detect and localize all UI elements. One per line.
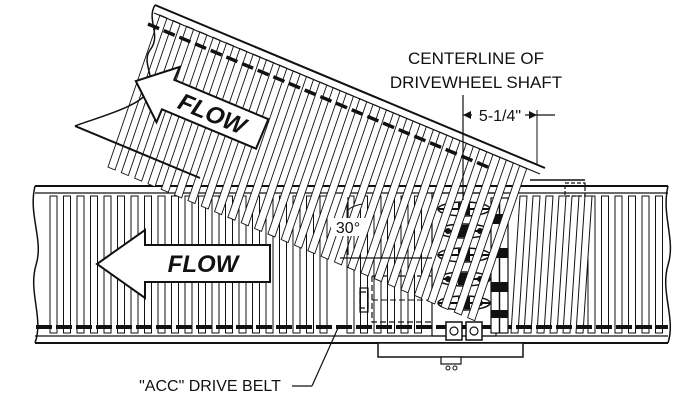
drive-housing-bolt [445,365,451,371]
angle-arc [347,203,363,211]
centerline-label-line2: DRIVEWHEEL SHAFT [390,73,562,92]
skewed-roller [562,195,580,334]
skewed-roller [536,195,554,334]
centerline-label-line1: CENTERLINE OF [408,49,544,68]
skewed-drive-rollers [510,195,593,334]
flow-label-lower: FLOW [168,251,241,278]
angle-label-bg [331,218,365,236]
drive-mount-plate [359,287,369,313]
flow-arrow-upper-shape [134,65,270,150]
dimension-arrowhead-left [463,111,471,119]
main-conveyor-left-break [32,185,40,344]
main-roller [655,195,663,334]
skewed-roller [523,195,541,334]
belt-leader-diagonal [311,327,339,387]
drive-wheel-bolt [445,228,451,234]
angle-callout: 30° [331,197,432,259]
skewed-roller [575,195,593,334]
main-roller [628,195,636,334]
merge-conveyor-top-rail [154,4,546,169]
drive-shaft-collar [491,214,508,224]
drive-shaft-collar [491,310,508,318]
belt-label: "ACC" DRIVE BELT [139,378,281,395]
main-roller [63,195,71,334]
dimension-callout: 5-1/4" [462,100,555,165]
main-roller [306,195,314,334]
drive-motor-block [465,321,483,341]
skewed-roller [549,195,567,334]
flow-arrow-lower-shape [95,228,271,300]
drive-motor-hub [469,326,479,336]
main-roller [641,195,650,334]
main-roller [614,195,623,334]
merge-conveyor-bottom-rail [74,125,201,179]
flow-arrow-lower: FLOW [95,228,271,300]
belt-callout: "ACC" DRIVE BELT [139,327,339,395]
angle-label: 30° [336,220,360,237]
merge-conveyor [74,4,586,322]
main-roller [76,195,85,334]
drive-shaft-collar [491,282,508,292]
main-roller [319,195,328,334]
merge-conveyor-top-rail-inner [153,12,541,175]
drive-motor-hub [449,326,459,336]
drive-motor-block [445,321,463,341]
drive-housing-tab [440,356,462,365]
merge-conveyor-end-break [74,4,156,127]
main-roller [601,195,609,334]
drive-shaft-collar [491,248,508,258]
skewed-roller [510,195,528,334]
merge-conveyor-end-bracket [564,182,586,197]
drive-housing-bottom [377,342,524,358]
drive-housing-bolt [452,365,458,371]
dimension-arrowhead-right [529,111,537,119]
merge-conveyor-belt-line [147,22,491,170]
main-conveyor-right-break [664,185,672,344]
dimension-label: 5-1/4" [479,108,521,125]
main-roller [49,195,58,334]
